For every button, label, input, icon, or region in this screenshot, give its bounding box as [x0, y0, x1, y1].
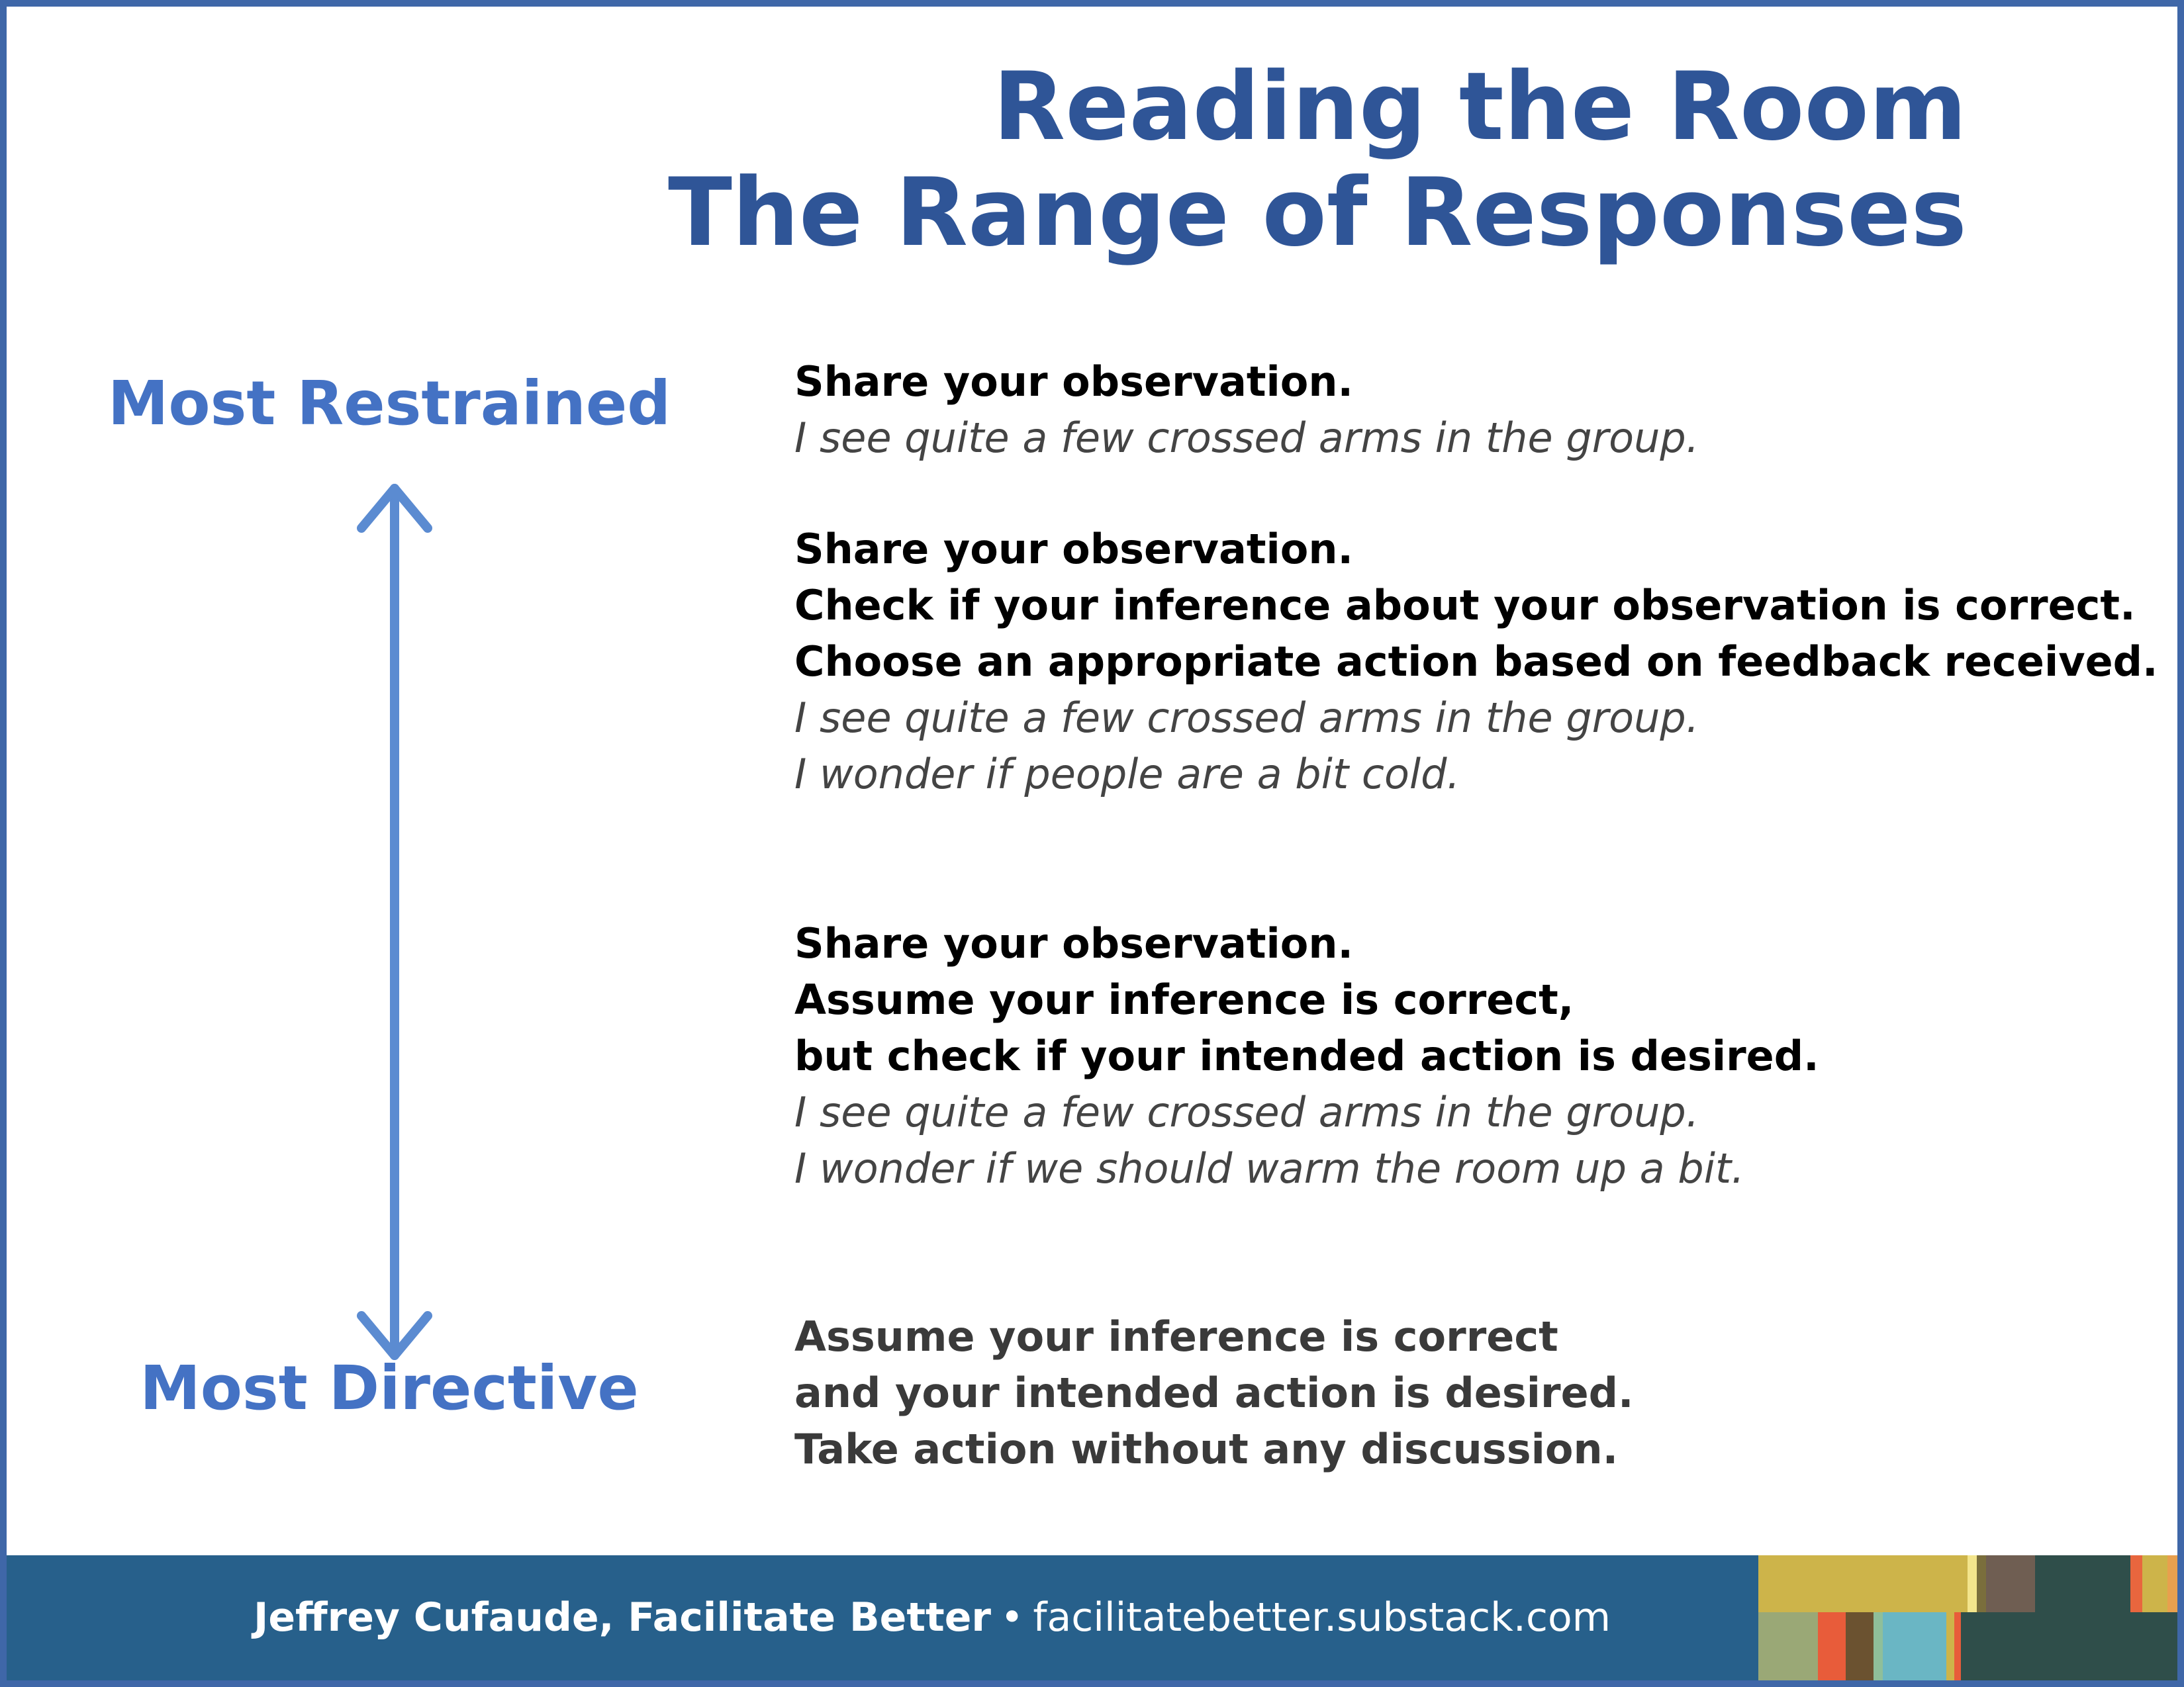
response-4-step-3: Take action without any discussion.	[794, 1425, 1619, 1473]
axis-bottom-label: Most Directive	[140, 1353, 639, 1424]
response-block-4: Assume your inference is correct and you…	[794, 1308, 1634, 1477]
response-block-2: Share your observation. Check if your in…	[794, 521, 2158, 802]
response-2-step-1: Share your observation.	[794, 525, 1354, 573]
response-3-example-1: I see quite a few crossed arms in the gr…	[794, 1088, 1699, 1136]
arrow-head-down	[357, 1311, 432, 1360]
arrow-head-up	[357, 484, 432, 533]
footer-credit: Jeffrey Cufaude, Facilitate Better•facil…	[254, 1555, 1611, 1680]
response-4-step-1: Assume your inference is correct	[794, 1312, 1558, 1361]
response-block-1: Share your observation. I see quite a fe…	[794, 353, 1699, 466]
title-line-1: Reading the Room	[992, 52, 1967, 161]
response-3-step-2: Assume your inference is correct,	[794, 976, 1574, 1024]
response-2-step-3: Choose an appropriate action based on fe…	[794, 637, 2158, 686]
response-block-3: Share your observation. Assume your infe…	[794, 915, 1819, 1197]
title-line-2: The Range of Responses	[668, 158, 1967, 267]
page-title: Reading the Room The Range of Responses	[668, 54, 1967, 266]
response-3-example-2: I wonder if we should warm the room up a…	[794, 1144, 1744, 1193]
response-3-step-1: Share your observation.	[794, 919, 1354, 968]
footer-bar: Jeffrey Cufaude, Facilitate Better•facil…	[7, 1555, 2177, 1680]
response-1-step-1: Share your observation.	[794, 357, 1354, 406]
response-1-example-1: I see quite a few crossed arms in the gr…	[794, 414, 1699, 462]
response-3-step-3: but check if your intended action is des…	[794, 1032, 1819, 1080]
footer-author: Jeffrey Cufaude, Facilitate Better	[254, 1594, 992, 1641]
response-4-step-2: and your intended action is desired.	[794, 1369, 1634, 1417]
double-arrow-icon	[357, 484, 432, 1360]
axis-top-label: Most Restrained	[107, 368, 671, 439]
response-2-example-1: I see quite a few crossed arms in the gr…	[794, 694, 1699, 742]
response-2-example-2: I wonder if people are a bit cold.	[794, 750, 1460, 798]
footer-url[interactable]: facilitatebetter.substack.com	[1033, 1594, 1611, 1641]
color-mosaic-logo	[1758, 1555, 2177, 1680]
response-2-step-2: Check if your inference about your obser…	[794, 581, 2136, 629]
footer-separator: •	[1000, 1594, 1024, 1641]
